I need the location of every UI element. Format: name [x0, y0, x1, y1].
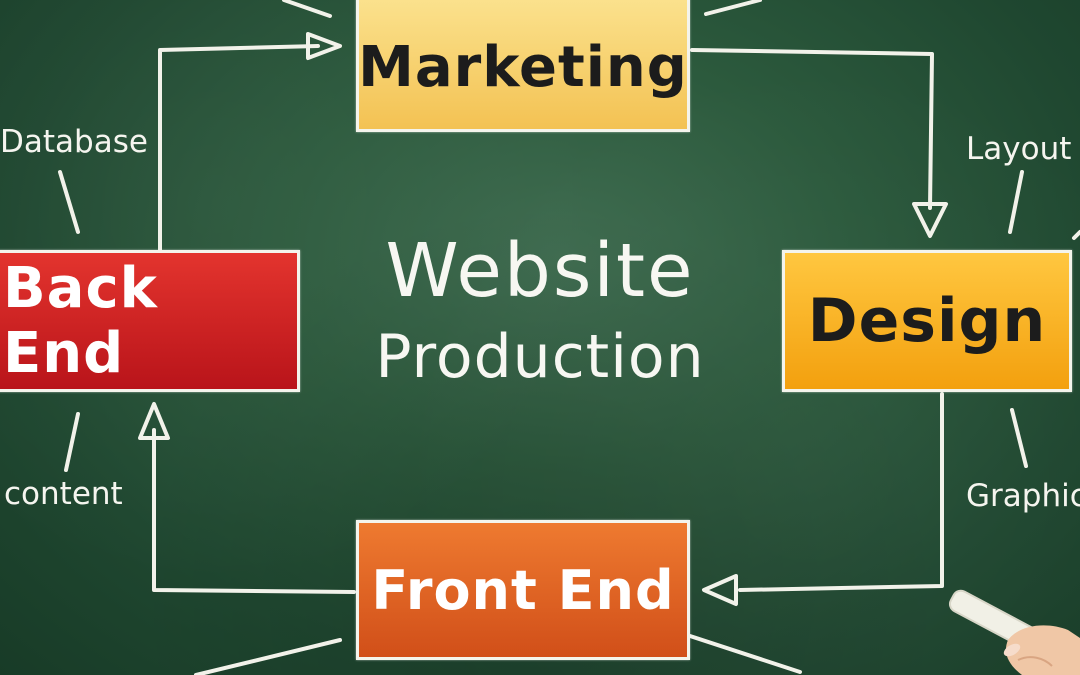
diagram-title-line1: Website	[385, 228, 695, 314]
tick-layout	[1008, 170, 1024, 234]
connector-marketing-to-design	[690, 48, 934, 210]
connector-backend-to-marketing	[158, 44, 320, 252]
stage-design-box: Design	[782, 250, 1072, 392]
hand-holding-chalk-icon	[948, 589, 1080, 675]
arrowhead-backend-bottom	[138, 402, 170, 440]
sub-label-database: Database	[0, 124, 148, 160]
stroke-bottom-right	[688, 634, 802, 674]
sub-label-layout: Layout	[966, 131, 1072, 167]
stroke-top-left	[282, 0, 332, 18]
stroke-bottom-left	[194, 638, 342, 675]
stage-marketing-label: Marketing	[358, 34, 688, 100]
arrowhead-marketing-left	[306, 32, 342, 60]
tick-content	[64, 412, 80, 472]
stage-marketing-box: Marketing	[356, 0, 690, 132]
tick-database	[58, 170, 80, 234]
stroke-right-design	[1072, 230, 1080, 240]
arrowhead-frontend-right	[702, 574, 738, 606]
stage-design-label: Design	[807, 286, 1047, 356]
diagram-title-line2: Production	[375, 322, 705, 392]
arrowhead-design-top	[912, 202, 948, 238]
sub-label-graphic: Graphic	[966, 478, 1080, 514]
tick-graphic	[1010, 408, 1028, 468]
sub-label-content: content	[4, 476, 123, 512]
connector-design-to-frontend	[738, 392, 944, 592]
connector-frontend-to-backend	[152, 428, 356, 594]
stage-back-end-label: Back End	[3, 256, 158, 386]
stage-front-end-box: Front End	[356, 520, 690, 660]
stroke-top-right	[704, 0, 762, 16]
stage-front-end-label: Front End	[371, 558, 675, 622]
stage-back-end-box: Back End	[0, 250, 300, 392]
